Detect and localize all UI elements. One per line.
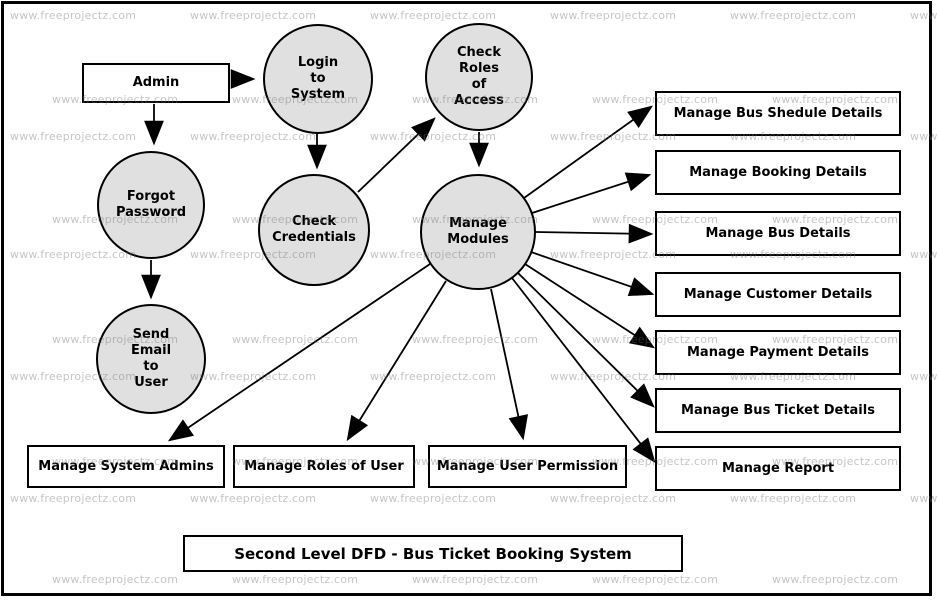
box-manage-bus-ticket-details: Manage Bus Ticket Details <box>655 388 901 433</box>
box-manage-user-permission: Manage User Permission <box>428 445 627 488</box>
process-check-roles-of-access: Check Roles of Access <box>425 23 533 131</box>
arrow-modules-to-roles-of-user <box>346 280 447 442</box>
box-label: Manage User Permission <box>436 458 619 474</box>
arrow-modules-to-customer <box>530 251 655 297</box>
box-label: Manage Bus Shedule Details <box>673 105 883 121</box>
box-manage-booking-details: Manage Booking Details <box>655 150 901 195</box>
box-label: Manage Roles of User <box>244 458 404 474</box>
process-manage-modules: Manage Modules <box>420 174 536 290</box>
process-login-label: Login to System <box>290 55 346 102</box>
box-label: Manage Report <box>721 460 835 476</box>
box-label: Manage Booking Details <box>689 164 867 180</box>
arrow-modules-to-bus-details <box>535 223 654 244</box>
arrow-check-credentials-to-check-roles <box>357 117 436 193</box>
entity-admin-label: Admin <box>132 75 180 90</box>
process-manage-modules-label: Manage Modules <box>447 216 509 247</box>
process-forgot-password: Forgot Password <box>97 151 205 259</box>
process-send-email-label: Send Email to User <box>130 327 172 390</box>
box-manage-roles-of-user: Manage Roles of User <box>233 445 415 488</box>
box-manage-bus-details: Manage Bus Details <box>655 211 901 256</box>
process-send-email-to-user: Send Email to User <box>96 304 206 414</box>
arrow-modules-to-system-admins <box>167 263 431 442</box>
process-check-roles-label: Check Roles of Access <box>454 45 504 108</box>
arrow-modules-to-bus-ticket <box>517 272 655 408</box>
diagram-title: Second Level DFD - Bus Ticket Booking Sy… <box>234 544 632 563</box>
box-manage-customer-details: Manage Customer Details <box>655 272 901 317</box>
box-manage-bus-shedule-details: Manage Bus Shedule Details <box>655 91 901 136</box>
arrow-modules-to-report <box>511 277 656 463</box>
box-label: Manage System Admins <box>38 458 214 474</box>
box-label: Manage Bus Details <box>705 225 851 241</box>
arrow-modules-to-user-permission <box>490 288 529 441</box>
diagram-title-box: Second Level DFD - Bus Ticket Booking Sy… <box>183 535 683 572</box>
box-manage-report: Manage Report <box>655 446 901 491</box>
process-check-credentials-label: Check Credentials <box>272 214 356 245</box>
entity-admin: Admin <box>82 63 230 103</box>
process-check-credentials: Check Credentials <box>258 174 370 286</box>
box-manage-payment-details: Manage Payment Details <box>655 330 901 375</box>
box-manage-system-admins: Manage System Admins <box>27 445 225 488</box>
box-label: Manage Bus Ticket Details <box>681 402 875 418</box>
box-label: Manage Payment Details <box>686 344 869 360</box>
arrow-modules-to-booking <box>531 172 652 214</box>
process-forgot-password-label: Forgot Password <box>115 189 187 220</box>
arrow-modules-to-payment <box>524 263 656 349</box>
arrow-modules-to-bus-shedule <box>523 105 654 199</box>
process-login-to-system: Login to System <box>263 24 373 134</box>
box-label: Manage Customer Details <box>683 286 873 302</box>
